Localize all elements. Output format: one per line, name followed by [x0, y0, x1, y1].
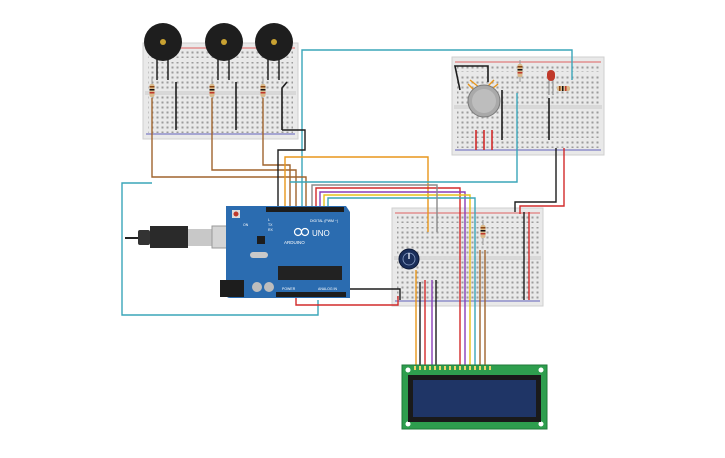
buzzer-2[interactable] [205, 23, 243, 80]
potentiometer[interactable] [398, 248, 420, 270]
lcd-16x2[interactable] [401, 364, 548, 430]
arduino-uno[interactable]: ARDUINO UNO DIGITAL (PWM ~) ANALOG IN PO… [125, 206, 350, 298]
buzzer-1[interactable] [144, 23, 182, 80]
resistor-led[interactable] [557, 86, 570, 91]
arduino-analog-label: ANALOG IN [318, 287, 338, 291]
arduino-brand: ARDUINO [284, 240, 305, 245]
arduino-on-label: ON [243, 223, 249, 227]
buzzer-3[interactable] [255, 23, 293, 80]
ground-jumpers-top-left [175, 81, 288, 130]
wires[interactable] [121, 49, 573, 368]
arduino-rx-label: RX [268, 228, 274, 232]
rail-jumpers-middle [523, 212, 530, 300]
gas-sensor[interactable] [467, 79, 501, 118]
resistor-lcd[interactable] [480, 220, 486, 245]
arduino-power-label: POWER [282, 287, 296, 291]
led-red[interactable] [547, 70, 555, 95]
arduino-l-label: L [268, 218, 270, 222]
arduino-tx-label: TX [268, 223, 273, 227]
resistor-gas[interactable] [517, 60, 523, 82]
ground-jumpers-top-right [454, 65, 550, 140]
breadboard-middle[interactable] [391, 207, 544, 307]
arduino-model: UNO [312, 229, 330, 238]
arduino-digital-label: DIGITAL (PWM ~) [310, 219, 338, 223]
gas-sensor-red-leads [475, 130, 493, 150]
lcd-pins [414, 366, 491, 370]
